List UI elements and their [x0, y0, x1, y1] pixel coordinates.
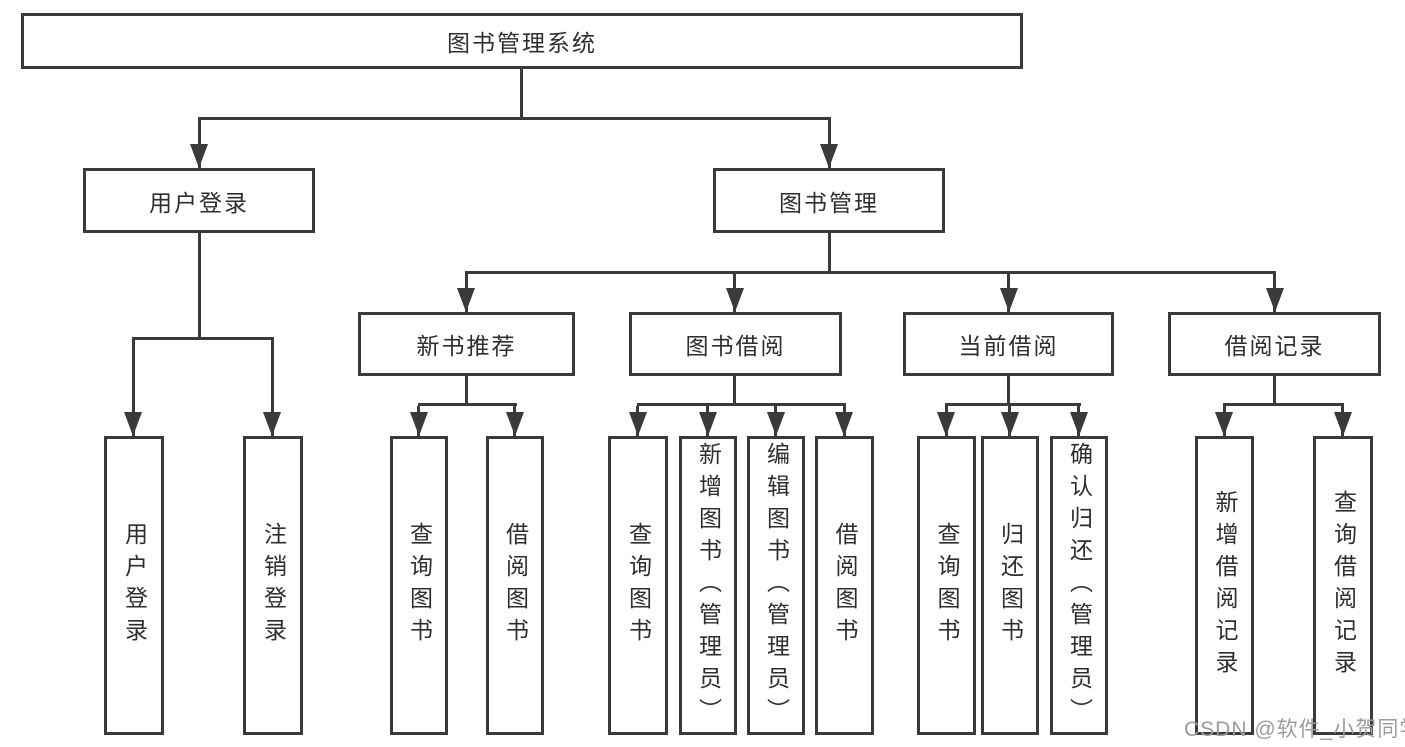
- arrow-down-icon: [190, 144, 208, 168]
- arrow-down-icon: [1334, 412, 1352, 436]
- arrow-down-icon: [1266, 288, 1284, 312]
- node-book-management: 图书管理: [713, 168, 945, 233]
- connector: [1223, 403, 1344, 406]
- connector: [733, 376, 736, 404]
- arrow-down-icon: [1070, 412, 1088, 436]
- leaf-logout: 注销登录: [243, 436, 303, 735]
- arrow-down-icon: [835, 412, 853, 436]
- connector: [1273, 376, 1276, 404]
- node-user-login-branch: 用户登录: [83, 168, 315, 233]
- connector: [1007, 376, 1010, 404]
- connector: [132, 340, 135, 436]
- arrow-down-icon: [820, 144, 838, 168]
- leaf-confirm-return-admin: 确认归还（管理员）: [1050, 436, 1108, 735]
- leaf-user-login: 用户登录: [104, 436, 164, 735]
- arrow-down-icon: [263, 412, 281, 436]
- node-borrow-records: 借阅记录: [1168, 312, 1381, 376]
- node-book-borrow: 图书借阅: [629, 312, 842, 376]
- leaf-query-borrow-record: 查询借阅记录: [1313, 436, 1373, 735]
- connector: [828, 233, 831, 273]
- connector: [465, 271, 1276, 274]
- leaf-borrow-books: 借阅图书: [815, 436, 874, 735]
- connector: [198, 117, 831, 120]
- arrow-down-icon: [457, 288, 475, 312]
- leaf-add-borrow-record: 新增借阅记录: [1195, 436, 1254, 735]
- arrow-down-icon: [1215, 412, 1233, 436]
- csdn-watermark: CSDN @软件_小贺同学: [1184, 718, 1405, 741]
- connector: [271, 340, 274, 436]
- arrow-down-icon: [726, 288, 744, 312]
- leaf-edit-books-admin: 编辑图书（管理员）: [747, 436, 805, 735]
- connector: [198, 233, 201, 338]
- node-current-borrow: 当前借阅: [903, 312, 1114, 376]
- arrow-down-icon: [124, 412, 142, 436]
- leaf-borrow-books-recommend: 借阅图书: [486, 436, 544, 735]
- leaf-query-books-current: 查询图书: [917, 436, 976, 735]
- node-new-book-recommend: 新书推荐: [358, 312, 575, 376]
- leaf-return-books: 归还图书: [981, 436, 1039, 735]
- arrow-down-icon: [1001, 412, 1019, 436]
- arrow-down-icon: [506, 412, 524, 436]
- connector: [520, 69, 523, 117]
- arrow-down-icon: [937, 412, 955, 436]
- connector: [418, 403, 517, 406]
- connector: [132, 337, 274, 340]
- connector: [465, 376, 468, 404]
- connector: [637, 403, 846, 406]
- leaf-query-books-recommend: 查询图书: [390, 436, 448, 735]
- arrow-down-icon: [699, 412, 717, 436]
- arrow-down-icon: [767, 412, 785, 436]
- arrow-down-icon: [629, 412, 647, 436]
- arrow-down-icon: [1000, 288, 1018, 312]
- leaf-add-books-admin: 新增图书（管理员）: [679, 436, 737, 735]
- leaf-query-books-borrow: 查询图书: [608, 436, 668, 735]
- connector: [945, 403, 1081, 406]
- arrow-down-icon: [410, 412, 428, 436]
- node-root: 图书管理系统: [21, 13, 1023, 69]
